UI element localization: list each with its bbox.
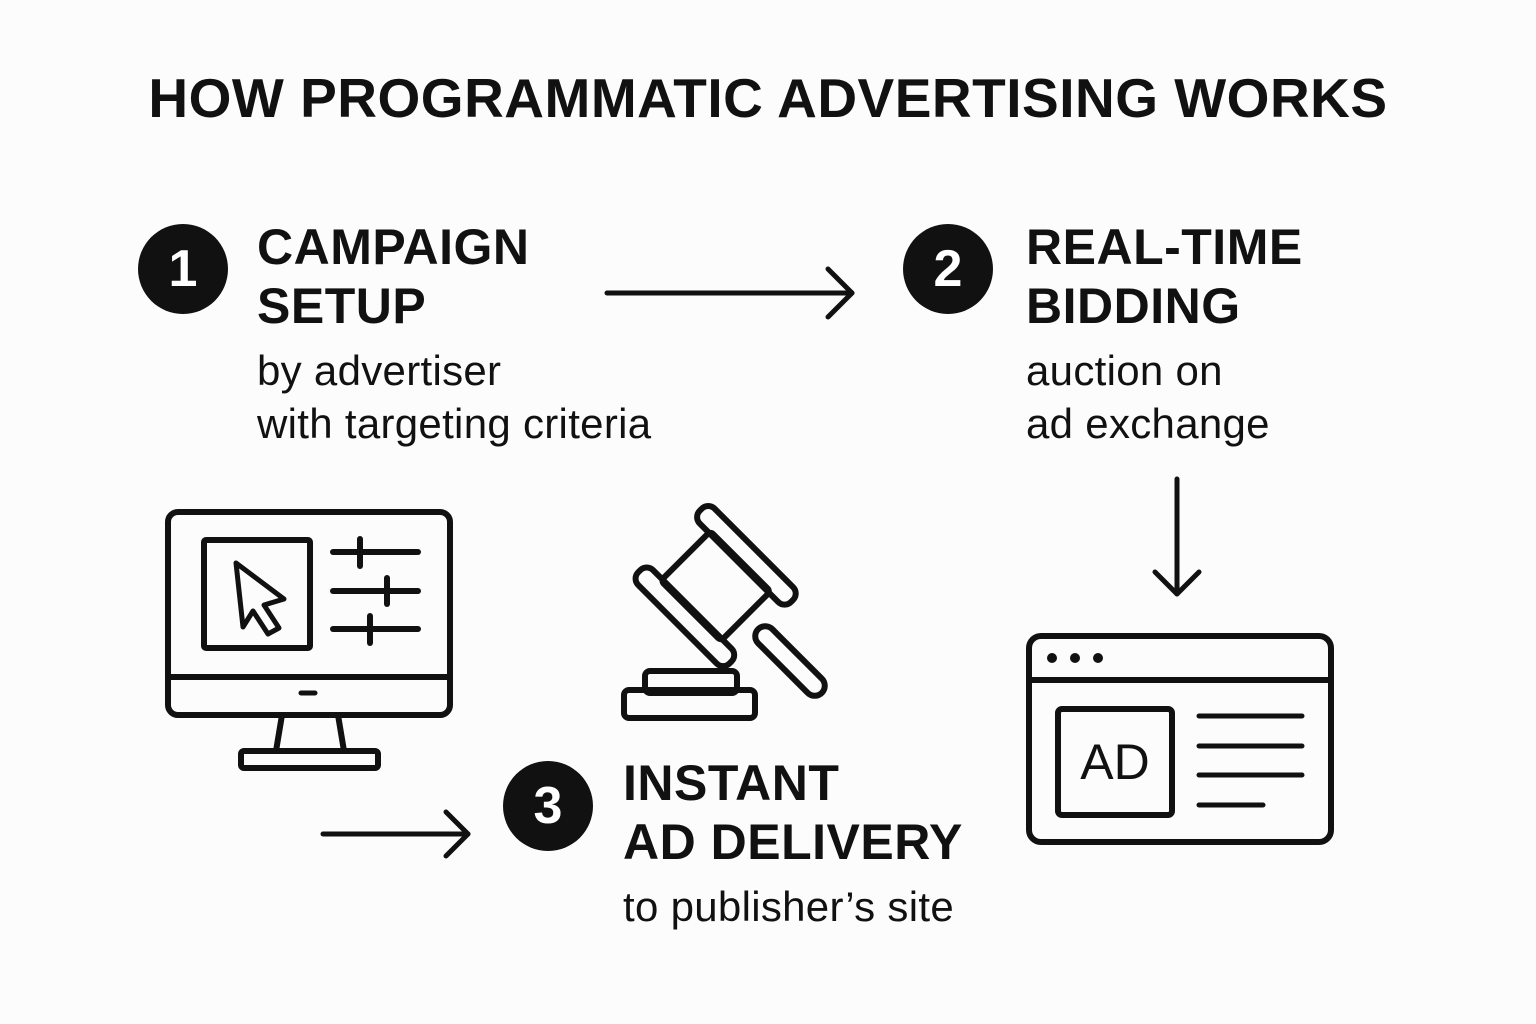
step-3-number-badge: 3 (503, 761, 593, 851)
page-title: HOW PROGRAMMATIC ADVERTISING WORKS (148, 67, 1388, 129)
sliders-icon (330, 536, 421, 646)
step-2-subtitle-line-2: ad exchange (1026, 400, 1270, 447)
computer-monitor-icon (165, 509, 453, 771)
step-1-title-line-1: CAMPAIGN (257, 219, 530, 275)
ad-label: AD (1080, 734, 1150, 790)
step-3-title-line-2: AD DELIVERY (623, 814, 963, 870)
arrow-right-icon (604, 266, 855, 320)
step-1-subtitle-line-2: with targeting criteria (257, 400, 652, 447)
screen-panel (201, 537, 313, 651)
browser-window-icon (1026, 633, 1334, 845)
step-1-subtitle: by advertiser with targeting criteria (257, 344, 651, 450)
step-2-subtitle-line-1: auction on (1026, 347, 1223, 394)
step-3-title: INSTANT AD DELIVERY (623, 754, 963, 872)
step-2-title-line-1: REAL-TIME (1026, 219, 1303, 275)
cursor-icon (233, 560, 287, 637)
step-1-title: CAMPAIGN SETUP (257, 218, 530, 336)
step-3-subtitle-line-1: to publisher’s site (623, 883, 954, 930)
arrow-down-icon (1152, 476, 1202, 597)
step-1-number-badge: 1 (138, 224, 228, 314)
gavel-icon (621, 502, 828, 721)
arrow-right-icon (320, 809, 471, 859)
step-3-title-line-1: INSTANT (623, 755, 840, 811)
step-2-number-badge: 2 (903, 224, 993, 314)
step-1-subtitle-line-1: by advertiser (257, 347, 502, 394)
step-2-title-line-2: BIDDING (1026, 278, 1241, 334)
step-3-subtitle: to publisher’s site (623, 880, 954, 933)
step-1-title-line-2: SETUP (257, 278, 427, 334)
ad-box (1055, 706, 1175, 818)
step-2-title: REAL-TIME BIDDING (1026, 218, 1303, 336)
step-2-subtitle: auction on ad exchange (1026, 344, 1270, 450)
